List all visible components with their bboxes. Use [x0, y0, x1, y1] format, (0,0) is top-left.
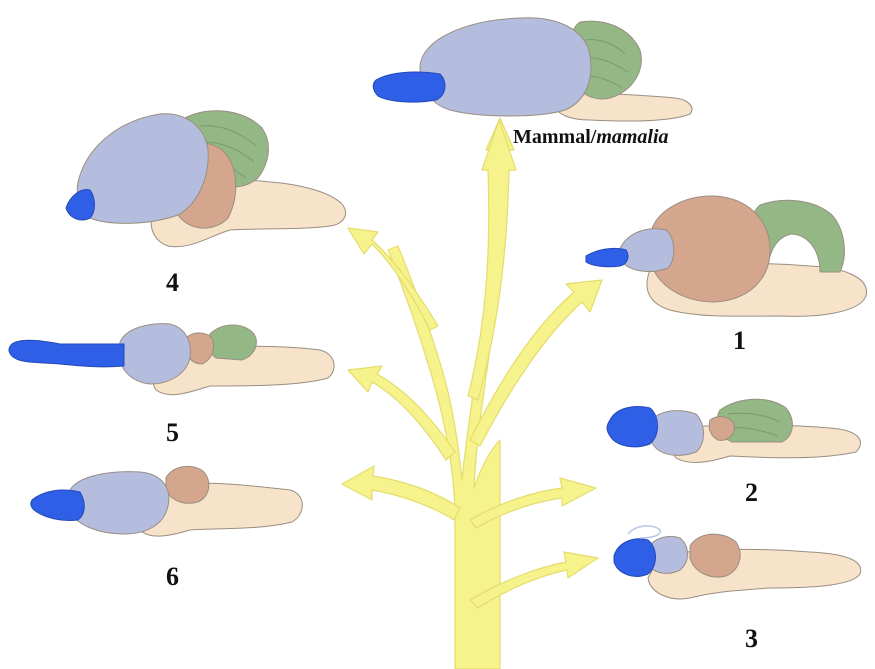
- label-5: 5: [166, 418, 179, 448]
- brain-5: [9, 324, 334, 395]
- evolution-tree: [342, 118, 602, 669]
- arrow-6: [342, 466, 460, 520]
- brain-mammal: [373, 18, 692, 121]
- cerebrum-1: [619, 229, 674, 272]
- olfactory-bulb-1: [586, 248, 628, 266]
- label-1: 1: [733, 326, 746, 356]
- label-4: 4: [166, 268, 179, 298]
- optic-lobe-2: [709, 417, 734, 441]
- label-6: 6: [166, 562, 179, 592]
- label-2: 2: [745, 478, 758, 508]
- cerebrum-mammal: [420, 18, 591, 116]
- optic-lobe-6: [166, 466, 209, 503]
- cerebrum-2: [649, 411, 703, 456]
- brain-4: [66, 111, 346, 247]
- label-mammal-prefix: Mammal/: [513, 126, 596, 148]
- brain-2: [607, 399, 860, 462]
- label-3: 3: [745, 624, 758, 654]
- brain-1: [586, 196, 867, 316]
- olfactory-bulb-3: [614, 539, 656, 577]
- arrow-4: [348, 228, 438, 330]
- olfactory-bulb-5: [9, 340, 124, 367]
- olfactory-bulb-2: [607, 407, 658, 447]
- brain-3: [614, 526, 861, 599]
- label-mammal-italic: mamalia: [596, 126, 668, 148]
- pineal-3: [628, 526, 660, 538]
- olfactory-bulb-6: [31, 490, 85, 520]
- brain-6: [31, 466, 303, 536]
- cerebrum-4: [77, 114, 208, 224]
- arrow-mammal: [468, 120, 516, 400]
- label-mammal: Mammal/mamalia: [513, 126, 669, 149]
- cerebrum-6: [70, 472, 169, 534]
- cerebellum-5: [208, 325, 256, 360]
- olfactory-bulb-4: [66, 190, 95, 220]
- olfactory-bulb-mammal: [373, 72, 445, 102]
